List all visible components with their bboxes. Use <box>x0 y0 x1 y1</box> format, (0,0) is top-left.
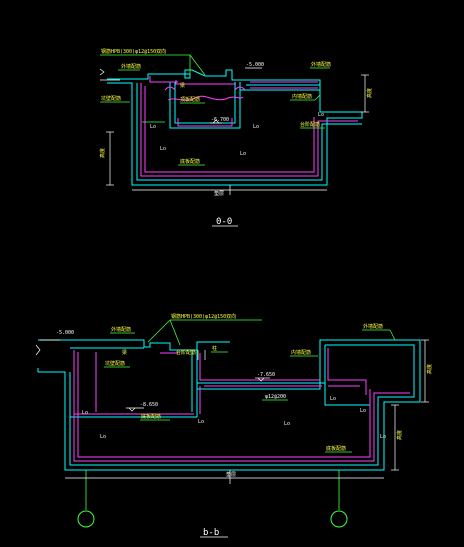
section-a-lo-left: Lo <box>150 124 156 130</box>
section-a-pit-note: 坑壁配筋 <box>101 95 121 102</box>
section-a-lo-step: Lo <box>318 112 324 118</box>
section-a-rebar <box>140 76 358 177</box>
section-a-elev-top: -5.000 <box>246 62 264 68</box>
section-b-elev-top: -5.000 <box>56 330 74 336</box>
section-b-title: b-b <box>203 528 219 538</box>
section-b-leaders <box>85 319 396 510</box>
section-a-pit-inner <box>174 82 236 124</box>
section-a-bottom-rebar: 底板配筋 <box>180 158 200 165</box>
section-b-height-right-low: 高度 <box>396 430 403 440</box>
section-a-outer-rebar-left: 外墙配筋 <box>121 63 141 70</box>
section-b-rebar <box>73 348 410 462</box>
section-b-elev-low: -8.650 <box>140 402 158 408</box>
section-a: 钢筋HPB(300)φ12@150双向 -5.000 -6.700 外墙配筋 外… <box>99 48 373 227</box>
section-b-lo-7: Lo <box>380 434 386 440</box>
section-b-elev-mid: -7.650 <box>257 372 275 378</box>
section-a-lo-bottom: Lo <box>160 146 166 152</box>
section-b-lo-2: Lo <box>100 434 106 440</box>
section-b-beam: 梁 <box>122 349 127 356</box>
section-b-bottom-rebar: 底板配筋 <box>141 413 161 420</box>
section-b-dimensions <box>35 339 429 484</box>
section-b-lo-4: Lo <box>330 396 336 402</box>
section-b-lo-3: Lo <box>198 419 204 425</box>
section-a-step-note: 台阶配筋 <box>300 121 320 128</box>
section-b-height-right: 高度 <box>426 364 433 374</box>
section-a-lo-right: Lo <box>253 124 259 130</box>
section-a-outer-rebar-right: 外墙配筋 <box>311 61 331 68</box>
section-a-dimensions <box>99 67 369 195</box>
section-a-outer-outline <box>107 69 363 186</box>
section-b-outer-rebar-left: 外墙配筋 <box>111 326 131 333</box>
section-b-column: 柱 <box>212 345 217 352</box>
section-b-lo-6: Lo <box>284 421 290 427</box>
section-a-height-left: 高度 <box>99 148 106 158</box>
section-a-title: 0-0 <box>216 217 232 227</box>
section-b-bottom-rebar-right: 底板配筋 <box>326 445 346 452</box>
section-a-height-right: 高度 <box>366 88 373 98</box>
section-b-rebar-note: φ12@200 <box>265 394 286 400</box>
section-a-elev-inner: -6.700 <box>211 117 229 123</box>
section-b-lo-1: Lo <box>82 410 88 416</box>
axis-bubble-left <box>77 510 95 528</box>
section-b-inner-outline <box>69 344 415 466</box>
section-b-pit-note: 坑壁配筋 <box>105 360 125 367</box>
section-a-leaders <box>100 54 330 166</box>
section-a-callout-top: 钢筋HPB(300)φ12@150双向 <box>101 48 166 55</box>
section-a-inner-outline <box>136 83 362 181</box>
section-b-step-note: 台阶配筋 <box>176 349 196 356</box>
section-b-inner-wall: 内墙配筋 <box>291 349 311 356</box>
section-a-pit <box>169 82 241 129</box>
section-a-lo-wall: Lo <box>240 151 246 157</box>
section-a-inner-wall: 内墙配筋 <box>292 93 312 100</box>
section-b-base: 垫层 <box>226 471 236 478</box>
section-b: 钢筋HPB(300)φ12@150双向 -5.000 -7.650 -8.650… <box>35 313 433 538</box>
section-b-top-slab <box>38 339 230 351</box>
section-b-outer-outline <box>38 339 421 471</box>
section-a-base: 垫层 <box>214 190 224 197</box>
section-b-lo-5: Lo <box>360 408 366 414</box>
section-a-slab-rebar: 顶板配筋 <box>180 96 200 103</box>
section-a-beam: 梁 <box>180 82 185 89</box>
section-b-step-block <box>70 350 198 418</box>
axis-bubble-right <box>330 510 348 528</box>
section-b-outer-rebar-right: 外墙配筋 <box>363 323 383 330</box>
section-b-callout-top: 钢筋HPB(300)φ12@150双向 <box>171 313 236 320</box>
